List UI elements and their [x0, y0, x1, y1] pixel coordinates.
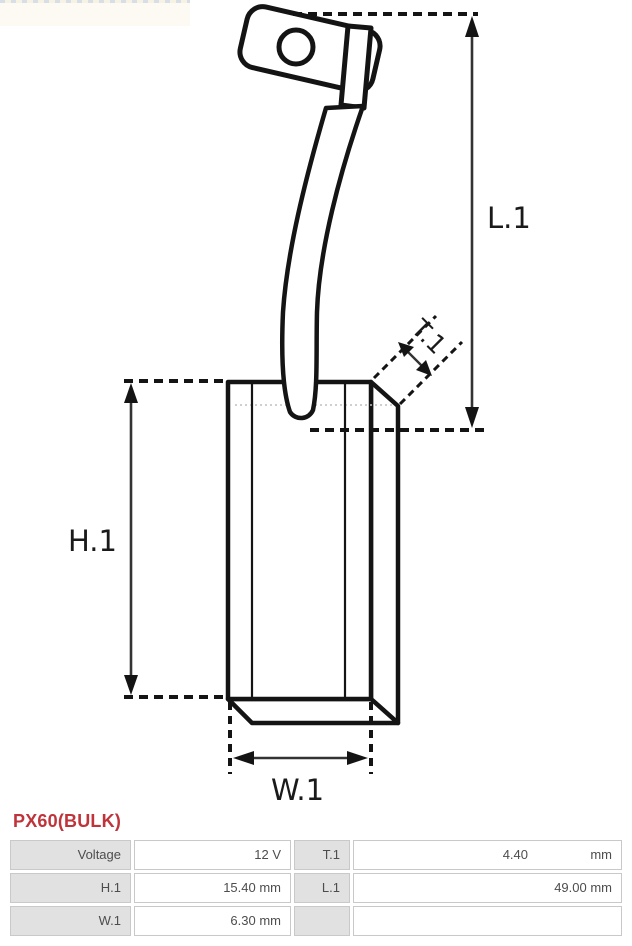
terminal-lug — [237, 4, 383, 111]
w1-arrow-left — [233, 751, 254, 765]
brush-body-front — [225, 379, 374, 702]
terminal-hole — [276, 27, 316, 67]
product-code-title: PX60(BULK) — [13, 811, 122, 831]
w1-arrow-right — [347, 751, 368, 765]
w1-dimension: W.1 — [228, 702, 373, 807]
spec-label-w1: W.1 — [10, 906, 131, 936]
spec-value-l1: 49.00 mm — [353, 873, 622, 903]
spec-label-h1: H.1 — [10, 873, 131, 903]
spec-value-empty — [353, 906, 622, 936]
lead-wire — [280, 103, 366, 421]
h1-arrow-down — [124, 675, 138, 695]
l1-arrow-up — [465, 16, 479, 37]
h1-arrow-up — [124, 383, 138, 403]
t1-extension-a — [372, 314, 438, 380]
spec-value-t1: 4.40 mm — [353, 840, 622, 870]
spec-value-h1: 15.40 mm — [134, 873, 291, 903]
t1-dimension: T.1 — [372, 313, 464, 406]
spec-value-t1-unit: mm — [590, 847, 612, 862]
t1-arrow-a — [398, 342, 414, 357]
spec-label-l1: L.1 — [294, 873, 350, 903]
spec-value-voltage: 12 V — [134, 840, 291, 870]
spec-label-empty — [294, 906, 350, 936]
t1-extension-b — [398, 340, 464, 406]
brush-body — [225, 379, 401, 726]
spec-value-w1: 6.30 mm — [134, 906, 291, 936]
spec-label-voltage: Voltage — [10, 840, 131, 870]
spec-value-t1-number: 4.40 — [502, 847, 528, 862]
carbon-brush-technical-drawing: L.1 H.1 W.1 T.1 — [68, 4, 531, 807]
brush-body-side — [368, 379, 401, 726]
h1-dimension: H.1 — [68, 379, 226, 699]
l1-label: L.1 — [487, 201, 531, 235]
w1-label: W.1 — [271, 773, 324, 807]
terminal-blade — [338, 23, 374, 111]
l1-dimension: L.1 — [293, 12, 531, 432]
spec-label-t1: T.1 — [294, 840, 350, 870]
t1-arrow-b — [416, 360, 432, 376]
t1-label: T.1 — [405, 313, 452, 360]
scan-artifact-dashes — [0, 0, 190, 3]
scan-artifact — [0, 0, 190, 26]
spec-table: Voltage 12 V T.1 4.40 mm H.1 15.40 mm L.… — [10, 840, 622, 936]
h1-label: H.1 — [68, 524, 117, 558]
l1-arrow-down — [465, 407, 479, 428]
